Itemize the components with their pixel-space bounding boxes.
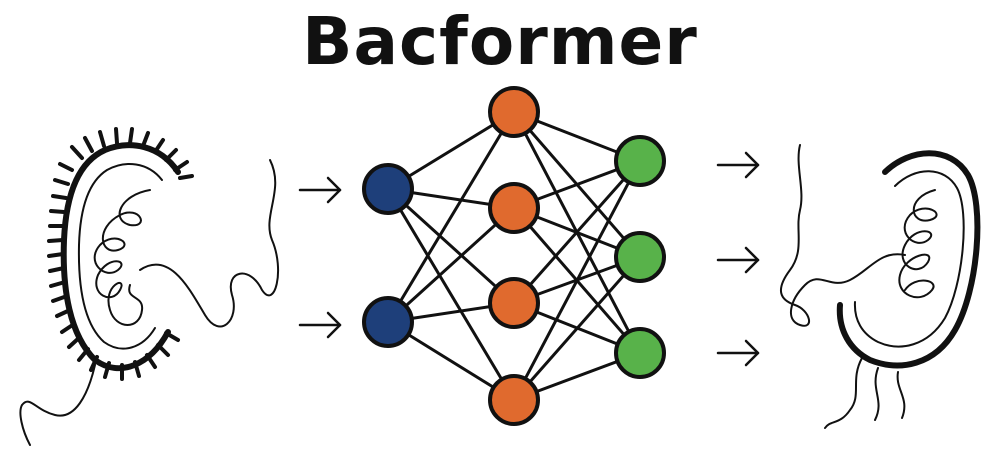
hidden-node <box>488 182 540 234</box>
flagellum <box>824 357 863 429</box>
cell-membrane <box>853 170 965 348</box>
hidden-node <box>488 86 540 138</box>
network-edge <box>386 187 516 305</box>
right-arrow-icon <box>298 311 342 339</box>
network-edge <box>386 188 516 401</box>
bacterium-with-pili-icon <box>19 127 280 446</box>
network-edges <box>386 110 642 402</box>
flagellum <box>19 364 96 446</box>
network-edge <box>386 111 516 323</box>
dna-coil <box>93 189 151 326</box>
dna-coil <box>898 189 938 299</box>
hidden-node <box>488 277 540 329</box>
right-arrow-icon <box>716 246 760 274</box>
output-node <box>614 135 666 187</box>
flagellum <box>874 367 880 421</box>
network-edge <box>512 160 642 304</box>
output-node <box>614 231 666 283</box>
right-arrow-icon <box>298 176 342 204</box>
right-arrow-icon <box>716 339 760 367</box>
network-edge <box>512 256 642 401</box>
output-node <box>614 327 666 379</box>
dna-strand <box>780 144 906 327</box>
cell-wall <box>836 150 981 369</box>
page-title: Bacformer <box>302 3 698 80</box>
network-nodes <box>362 86 666 426</box>
input-node <box>362 163 414 215</box>
bacterium-with-flagella-icon <box>780 144 981 429</box>
dna-strand <box>139 159 280 328</box>
hidden-node <box>488 374 540 426</box>
right-arrow-icon <box>716 151 760 179</box>
cell-membrane <box>77 163 163 350</box>
input-node <box>362 296 414 348</box>
flagellum <box>896 371 906 419</box>
network-edge <box>512 160 642 401</box>
pili <box>47 127 194 381</box>
network-edge <box>386 206 516 324</box>
